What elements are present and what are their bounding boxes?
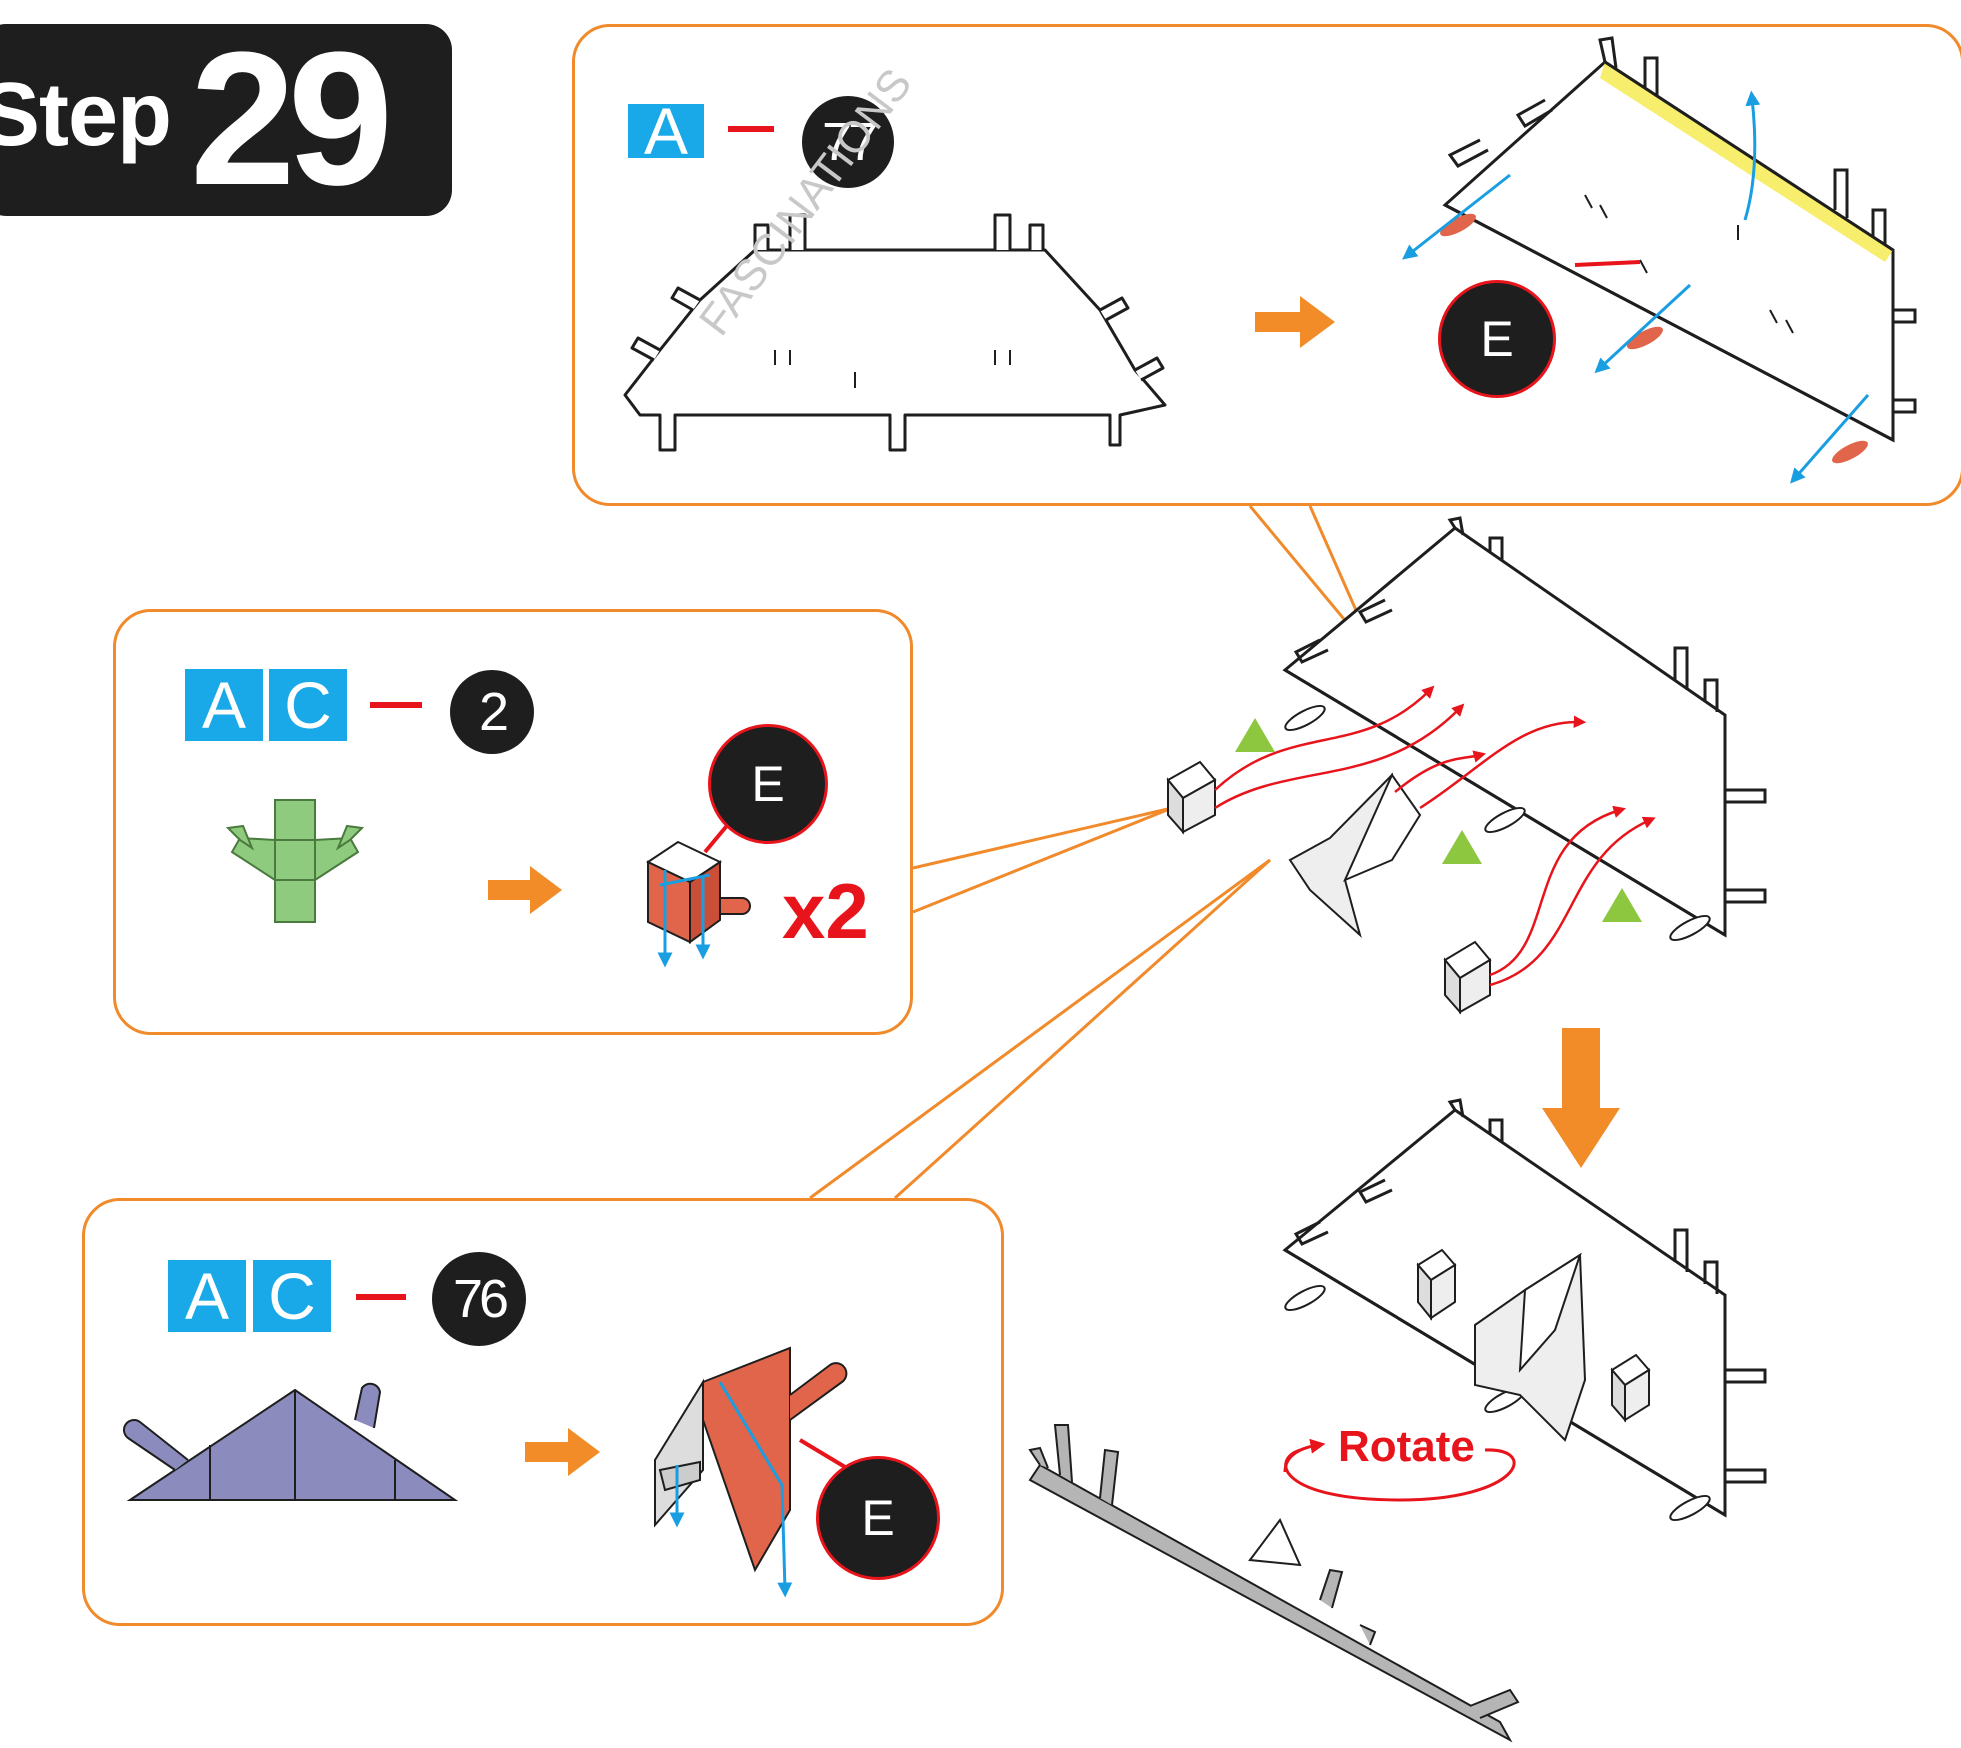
glue-arrow-icon: [1214, 685, 1656, 987]
process-arrow-icon: [488, 866, 562, 914]
triangle-marker-icon: [1235, 718, 1642, 922]
part-2-box: [1166, 760, 1217, 835]
main-assembly-complete: [1282, 1098, 1767, 1522]
step-badge: Step 29: [0, 13, 452, 225]
step-number: 29: [190, 13, 393, 225]
folded-part-77: [1440, 36, 1917, 464]
folded-part-76: [654, 1346, 848, 1573]
flat-part-77: [623, 213, 1167, 452]
main-assembly-exploded: [1282, 516, 1767, 942]
flat-part-2: [225, 799, 365, 923]
rotated-grey-part: [1028, 1424, 1520, 1743]
fold-arrow-icon: [1402, 90, 1870, 484]
part-76-roof: [1288, 772, 1422, 939]
callout-leaders: [809, 505, 1380, 1200]
process-arrow-icon: [525, 1428, 600, 1476]
part-2-box: [1443, 940, 1492, 1015]
process-arrow-icon: [1255, 296, 1335, 348]
step-word: Step: [0, 65, 172, 165]
flat-part-76: [123, 1382, 459, 1501]
rotate-arrow-icon: [1283, 1438, 1516, 1502]
fold-slits-77: [774, 350, 1011, 388]
down-arrow-icon: [1542, 1028, 1620, 1168]
